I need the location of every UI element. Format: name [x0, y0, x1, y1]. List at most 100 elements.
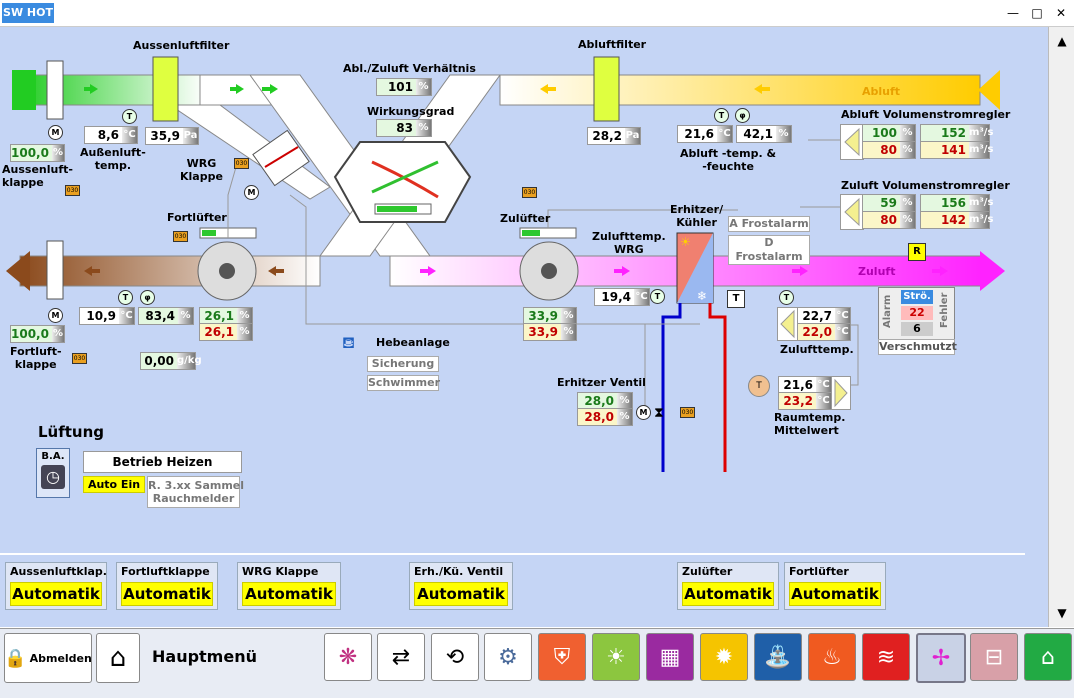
- zuluft-duct-label: Zuluft: [858, 265, 896, 278]
- io-module-icon[interactable]: 030: [173, 231, 188, 242]
- heat-waves-icon: ≋: [876, 644, 896, 670]
- app-logo: SW HOT: [2, 3, 54, 23]
- zuluft-vsr-soll: 80%: [862, 211, 916, 229]
- zuluefter-ist: 33,9%: [523, 307, 577, 325]
- aussenluftklappe-label: Aussenluft- klappe: [2, 163, 73, 189]
- motor-icon: M: [48, 308, 63, 323]
- mode-title: Erh./Kü. Ventil: [414, 565, 504, 578]
- mode-value[interactable]: Automatik: [10, 582, 102, 606]
- aussenluftfilter-label: Aussenluftfilter: [133, 39, 230, 52]
- wirkungsgrad-label: Wirkungsgrad: [367, 105, 455, 118]
- betrieb-status: Betrieb Heizen: [83, 451, 242, 473]
- frost-thermostat-icon: T: [727, 290, 745, 308]
- mode-value[interactable]: Automatik: [414, 582, 508, 606]
- mode-value[interactable]: Automatik: [242, 582, 336, 606]
- wrg-klappe-label: WRG Klappe: [180, 157, 223, 183]
- raumtemp-ist: 21,6°C: [778, 376, 832, 394]
- filter-fehler-value: 6: [901, 322, 933, 336]
- verhaeltnis-label: Abl./Zuluft Verhältnis: [343, 62, 476, 75]
- mode-value[interactable]: Automatik: [789, 582, 881, 606]
- raumtemp-label: Raumtemp. Mittelwert: [774, 411, 846, 437]
- temp-sensor-icon: T: [122, 109, 137, 124]
- flame-icon: ♨: [822, 644, 842, 670]
- bulb-icon: ✹: [714, 644, 734, 670]
- abluft-temp-label: Abluft -temp. & -feuchte: [680, 147, 777, 173]
- building-button[interactable]: ⌂: [1024, 633, 1072, 681]
- presentation-button[interactable]: ▦: [646, 633, 694, 681]
- mode-value[interactable]: Automatik: [121, 582, 213, 606]
- ba-button[interactable]: B.A. ◷: [36, 448, 70, 498]
- valve-icon: ⧗: [654, 405, 664, 421]
- vertical-scrollbar[interactable]: ▲ ▼: [1048, 27, 1074, 627]
- zulufttemp-soll: 22,0°C: [797, 323, 851, 341]
- io-module-icon[interactable]: 030: [522, 187, 537, 198]
- temp-sensor-icon: T: [779, 290, 794, 305]
- zulufttemp-wrg-label: Zulufttemp. WRG: [592, 230, 666, 256]
- home-icon: ⌂: [109, 643, 127, 673]
- io-module-icon[interactable]: 030: [72, 353, 87, 364]
- zulufttemp-wrg-value: 19,4°C: [594, 288, 650, 306]
- tap-icon: ⛲: [764, 644, 792, 670]
- zulufttemp-symbol: [777, 307, 799, 341]
- raumtemp-soll: 23,2°C: [778, 392, 832, 410]
- zuluefter-soll: 33,9%: [523, 323, 577, 341]
- settings-button[interactable]: ⚙: [484, 633, 532, 681]
- erhitzer-kuehler-label: Erhitzer/ Kühler: [670, 203, 724, 229]
- zuluft-vsr-label: Zuluft Volumenstromregler: [841, 179, 1010, 192]
- bottom-toolbar: 🔒 Abmelden ⌂ Hauptmenü ❋ ⇄ ⟲ ⚙ ⛨ ☀ ▦ ✹ ⛲…: [0, 628, 1074, 698]
- logout-button[interactable]: 🔒 Abmelden: [4, 633, 92, 683]
- aussenlufttemp-value: 8,6°C: [84, 126, 138, 144]
- weather-button[interactable]: ☀: [592, 633, 640, 681]
- wirkungsgrad-value: 83%: [376, 119, 432, 137]
- io-module-icon[interactable]: 030: [234, 158, 249, 169]
- title-bar: SW HOT — □ ✕: [0, 0, 1074, 27]
- home-button[interactable]: ⌂: [96, 633, 140, 683]
- close-icon[interactable]: ✕: [1055, 6, 1067, 20]
- abluft-vsr-soll: 80%: [862, 141, 916, 159]
- ahu-button[interactable]: ⊟: [970, 633, 1018, 681]
- abluft-feuchte-value: 42,1%: [736, 125, 792, 143]
- temp-sensor-icon: T: [118, 290, 133, 305]
- duct-diagram: [0, 56, 1025, 555]
- history-button[interactable]: ⟲: [431, 633, 479, 681]
- mode-title: Zulüfter: [682, 565, 733, 578]
- io-module-icon[interactable]: 030: [65, 185, 80, 196]
- rings-icon: ❋: [338, 644, 358, 670]
- scroll-up-icon[interactable]: ▲: [1057, 34, 1067, 48]
- security-button[interactable]: ⛨: [538, 633, 586, 681]
- sicherung-status: Sicherung: [367, 356, 439, 372]
- presentation-icon: ▦: [659, 644, 681, 670]
- radiator-button[interactable]: ≋: [862, 633, 910, 681]
- scroll-down-icon[interactable]: ▼: [1057, 606, 1067, 620]
- abluft-vsr-ist: 100%: [862, 124, 916, 142]
- lighting-button[interactable]: ✹: [700, 633, 748, 681]
- ventilation-button[interactable]: ✢: [916, 633, 966, 683]
- minimize-icon[interactable]: —: [1007, 6, 1019, 20]
- fortluefter-label: Fortlüfter: [167, 211, 227, 224]
- frostalarm-d: D Frostalarm: [728, 235, 810, 265]
- temp-sensor-icon: T: [650, 289, 665, 304]
- motor-icon: M: [244, 185, 259, 200]
- mode-aussenluftklappe[interactable]: Aussenluftklap.Automatik: [5, 562, 107, 610]
- water-button[interactable]: ⛲: [754, 633, 802, 681]
- clock-icon: ◷: [41, 465, 65, 489]
- overview-button[interactable]: ❋: [324, 633, 372, 681]
- heating-button[interactable]: ♨: [808, 633, 856, 681]
- zuluefter-label: Zulüfter: [500, 212, 551, 225]
- abluft-vsr-symbol: [840, 124, 864, 160]
- sun-icon: ☀: [680, 235, 691, 249]
- fortluefter-soll: 26,1%: [199, 323, 253, 341]
- mode-value[interactable]: Automatik: [682, 582, 774, 606]
- io-module-icon[interactable]: 030: [680, 407, 695, 418]
- maximize-icon[interactable]: □: [1031, 6, 1043, 20]
- refresh-button[interactable]: ⇄: [377, 633, 425, 681]
